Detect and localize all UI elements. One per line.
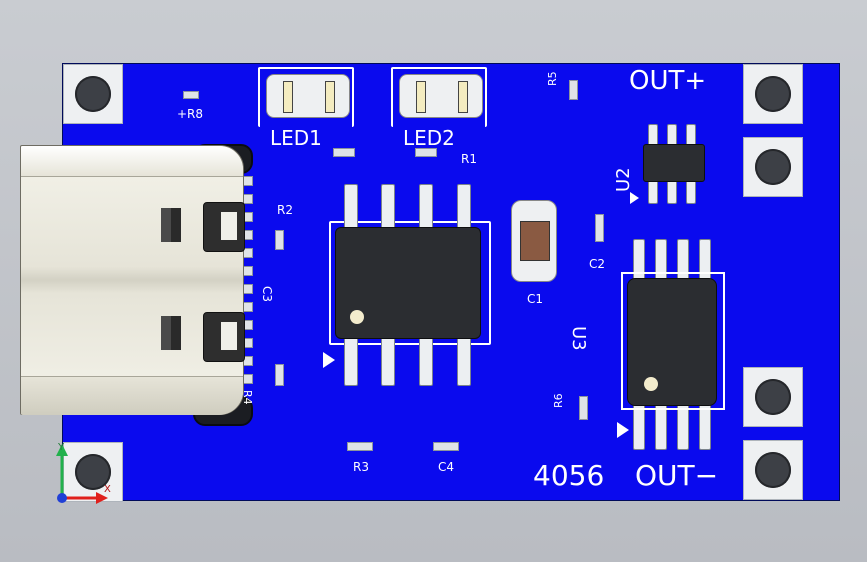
usb-signal-pads xyxy=(239,176,253,394)
r2-part xyxy=(275,230,284,250)
label-r5: R5 xyxy=(546,71,559,86)
ic1-pin1-marker xyxy=(323,352,335,368)
label-out-minus: OUT− xyxy=(635,459,719,492)
c1-part xyxy=(511,200,557,282)
ic1-pin1-dot xyxy=(350,310,364,324)
led1-outline xyxy=(258,67,354,127)
led2-outline xyxy=(391,67,487,127)
u2-body xyxy=(643,144,705,182)
label-r2: R2 xyxy=(277,203,293,217)
u3-pin1-dot xyxy=(644,377,658,391)
out-plus-pad-2 xyxy=(743,137,803,197)
u3-pin1-marker xyxy=(617,422,629,438)
u2-pin1-marker xyxy=(630,192,639,204)
r-part-near-led1 xyxy=(333,148,355,157)
u3-body xyxy=(627,278,717,406)
y-axis-label: Y xyxy=(57,442,65,453)
label-u3: U3 xyxy=(568,326,589,351)
label-c4: C4 xyxy=(438,460,455,474)
label-r3: R3 xyxy=(353,460,369,474)
label-c2: C2 xyxy=(589,257,606,271)
c2-part xyxy=(595,214,604,242)
out-minus-pad-2 xyxy=(743,440,803,500)
mount-hole-top-left xyxy=(63,64,123,124)
mount-hole-bottom-left xyxy=(63,442,123,502)
label-out-plus: OUT+ xyxy=(629,66,707,96)
label-c1: C1 xyxy=(527,292,544,306)
label-r1: R1 xyxy=(461,152,477,166)
r1-part xyxy=(415,148,437,157)
label-part-number: 4056 xyxy=(533,459,605,492)
ic1-pin xyxy=(419,336,433,386)
out-plus-pad-1 xyxy=(743,64,803,124)
usb-c-connector xyxy=(20,145,245,415)
label-c3: C3 xyxy=(260,286,274,303)
ic1-pin xyxy=(457,336,471,386)
out-minus-pad-1 xyxy=(743,367,803,427)
r4-part xyxy=(275,364,284,386)
r8-part xyxy=(183,91,199,99)
axis-triad: Y X xyxy=(56,442,111,504)
c4-part xyxy=(433,442,459,451)
led2-body xyxy=(399,74,483,118)
label-led1: LED1 xyxy=(270,126,322,150)
u3-outline xyxy=(621,272,725,410)
ic1-body xyxy=(335,227,481,339)
ic1-pin xyxy=(381,336,395,386)
label-r6: R6 xyxy=(552,393,565,408)
pcb-board: +R8 LED1 LED2 R5 OUT+ R1 U2 R2 C3 C2 C1 … xyxy=(62,63,840,502)
r6-part xyxy=(579,396,588,420)
label-u2: U2 xyxy=(613,167,634,192)
x-axis-label: X xyxy=(104,484,111,495)
led1-body xyxy=(266,74,350,118)
r3-part xyxy=(347,442,373,451)
ic1-outline xyxy=(329,221,491,345)
ic1-pin xyxy=(344,336,358,386)
label-led2: LED2 xyxy=(403,126,455,150)
r5-part xyxy=(569,80,578,100)
label-r8: +R8 xyxy=(177,107,204,121)
